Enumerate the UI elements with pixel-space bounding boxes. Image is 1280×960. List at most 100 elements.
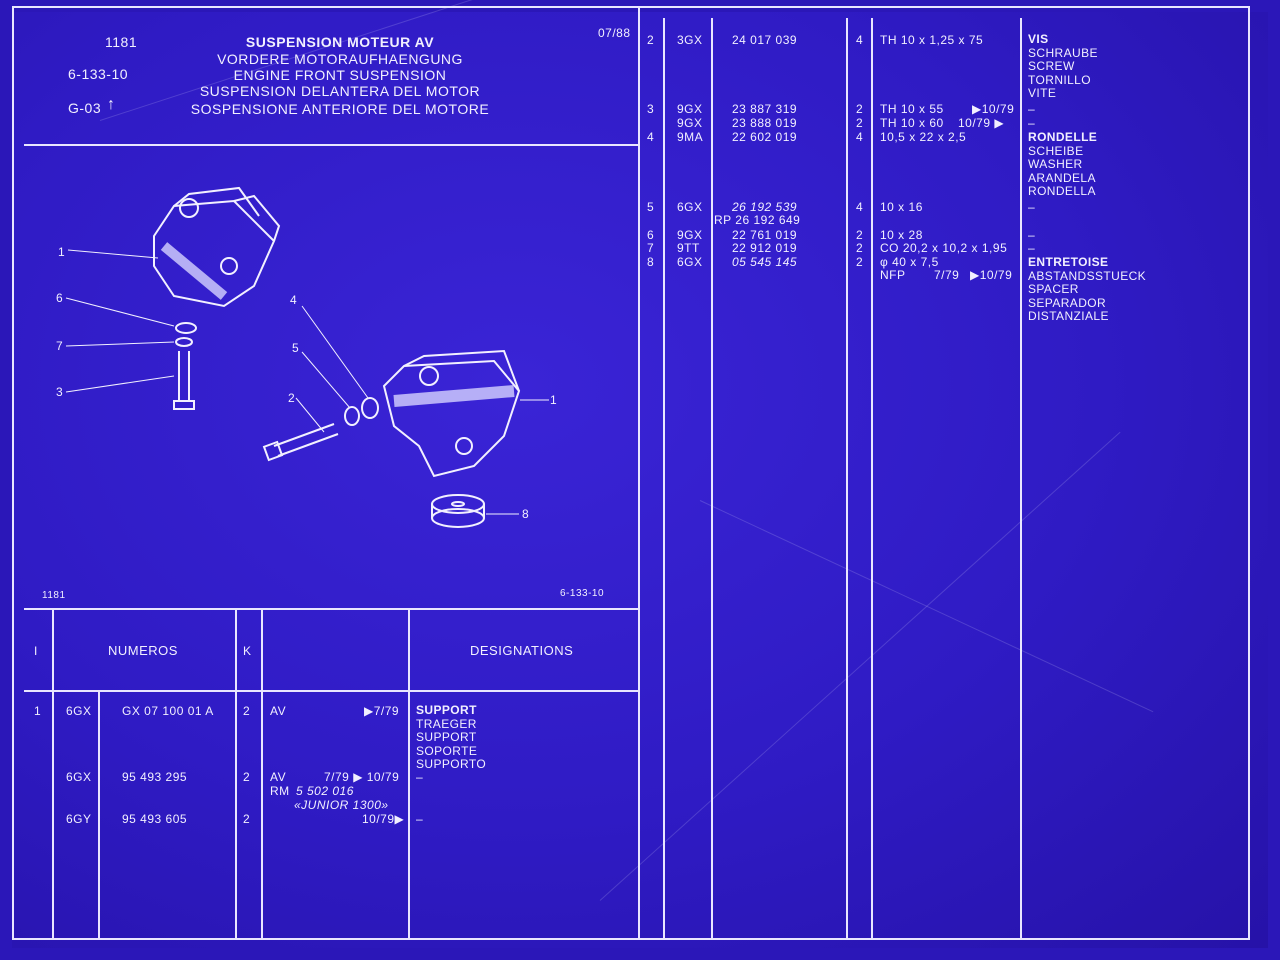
right-spec-range: ▶10/79 <box>972 102 1015 116</box>
desc-entretoise: ENTRETOISE ABSTANDSSTUECK SPACER SEPARAD… <box>1028 255 1147 324</box>
right-number: RP 26 192 649 <box>714 213 801 227</box>
right-code: 9GX <box>677 228 703 242</box>
row3-code: 6GY <box>66 812 92 826</box>
dash: – <box>1028 228 1036 242</box>
right-code: 9GX <box>677 102 703 116</box>
right-number: 22 602 019 <box>732 130 798 144</box>
col-header-i: I <box>34 644 38 658</box>
row1-number: GX 07 100 01 A <box>122 704 214 718</box>
right-qty: 4 <box>856 130 864 144</box>
header-date: 07/88 <box>598 26 631 40</box>
col-header-k: K <box>243 644 252 658</box>
arrow-up-icon: ↑ <box>107 96 116 113</box>
right-number: 05 545 145 <box>732 255 798 269</box>
col-header-numeros: NUMEROS <box>108 643 178 658</box>
divider-col-k <box>871 18 873 940</box>
right-spec-nfp: NFP <box>880 268 906 282</box>
right-number: 26 192 539 <box>732 200 798 214</box>
divider-col-number <box>846 18 848 940</box>
callout-2: 2 <box>288 391 295 405</box>
callout-7: 7 <box>56 339 63 353</box>
desc-rondelle: RONDELLE SCHEIBE WASHER ARANDELA RONDELL… <box>1028 130 1098 199</box>
right-qty: 4 <box>856 33 864 47</box>
right-spec: 10,5 x 22 x 2,5 <box>880 130 967 144</box>
divider-table-header <box>24 690 638 692</box>
callout-1: 1 <box>58 245 65 259</box>
dash: – <box>1028 102 1036 116</box>
title-it: SOSPENSIONE ANTERIORE DEL MOTORE <box>190 101 490 117</box>
desc-vis: VIS SCHRAUBE SCREW TORNILLO VITE <box>1028 32 1098 101</box>
divider-drawing <box>24 608 638 610</box>
right-spec-range: 10/79 ▶ <box>958 116 1005 130</box>
row3-desc: – <box>416 812 424 826</box>
title-es: SUSPENSION DELANTERA DEL MOTOR <box>199 83 481 99</box>
divider-left-number <box>235 608 237 940</box>
upper-support-shape <box>153 199 276 308</box>
right-qty: 2 <box>856 228 864 242</box>
lower-support-shape <box>382 359 521 478</box>
right-code: 9GX <box>677 116 703 130</box>
dash: – <box>1028 241 1036 255</box>
divider-header <box>24 144 638 146</box>
row2-range: 7/79 ▶ 10/79 <box>324 770 400 784</box>
dash: – <box>1028 116 1036 130</box>
row1-av: AV <box>270 704 287 718</box>
right-spec-date: 7/79 <box>934 268 960 282</box>
callout-1b: 1 <box>550 393 557 407</box>
right-i-6: 6 <box>647 228 655 242</box>
exploded-diagram: 1 6 7 3 4 5 2 1 8 <box>56 186 557 528</box>
right-spec: CO 20,2 x 10,2 x 1,95 <box>880 241 1008 255</box>
row1-desc: SUPPORT TRAEGER SUPPORT SOPORTE SUPPORTO <box>416 703 487 772</box>
title-de: VORDERE MOTORAUFHAENGUNG <box>217 51 463 67</box>
row2-desc: – <box>416 770 424 784</box>
callout-4: 4 <box>290 293 297 307</box>
right-i-5: 5 <box>647 200 655 214</box>
divider-col-i <box>663 18 665 940</box>
drawing-footer-right: 6-133-10 <box>560 588 605 599</box>
right-spec: 10 x 16 <box>880 200 923 214</box>
header-group: G-03 <box>68 100 102 116</box>
title-fr: SUSPENSION MOTEUR AV <box>245 34 435 50</box>
right-i-8: 8 <box>647 255 655 269</box>
right-qty: 2 <box>856 241 864 255</box>
blueprint-sheet <box>12 12 1268 948</box>
right-spec: 10 x 28 <box>880 228 923 242</box>
row2-rm-number: 5 502 016 <box>296 784 354 798</box>
row2-number: 95 493 295 <box>122 770 188 784</box>
row2-rm: RM <box>270 784 290 798</box>
header-code: 1181 <box>105 34 138 50</box>
right-code: 6GX <box>677 200 703 214</box>
dash: – <box>1028 200 1036 214</box>
right-number: 22 761 019 <box>732 228 798 242</box>
right-number: 23 888 019 <box>732 116 798 130</box>
right-number: 22 912 019 <box>732 241 798 255</box>
row2-av: AV <box>270 770 287 784</box>
right-i-4: 4 <box>647 130 655 144</box>
right-number: 24 017 039 <box>732 33 798 47</box>
row1-range: ▶7/79 <box>364 704 400 718</box>
right-spec-range: ▶10/79 <box>970 268 1013 282</box>
col-header-designations: DESIGNATIONS <box>470 643 574 658</box>
divider-col-code <box>711 18 713 940</box>
callout-6: 6 <box>56 291 63 305</box>
row1-code: 6GX <box>66 704 92 718</box>
callout-3: 3 <box>56 385 63 399</box>
row3-range: 10/79▶ <box>362 812 405 826</box>
right-qty: 4 <box>856 200 864 214</box>
page-frame <box>12 6 1250 940</box>
right-code: 9MA <box>677 130 704 144</box>
row2-junior: «JUNIOR 1300» <box>294 798 389 812</box>
right-code: 6GX <box>677 255 703 269</box>
callout-5: 5 <box>292 341 299 355</box>
row2-code: 6GX <box>66 770 92 784</box>
divider-col-spec <box>1020 18 1022 940</box>
right-qty: 2 <box>856 255 864 269</box>
right-code: 9TT <box>677 241 700 255</box>
row1-i: 1 <box>34 704 42 718</box>
right-qty: 2 <box>856 102 864 116</box>
divider-left-spec <box>408 608 410 940</box>
divider-main <box>638 6 640 940</box>
right-i-7: 7 <box>647 241 655 255</box>
row1-k: 2 <box>243 704 251 718</box>
divider-left-k <box>261 608 263 940</box>
